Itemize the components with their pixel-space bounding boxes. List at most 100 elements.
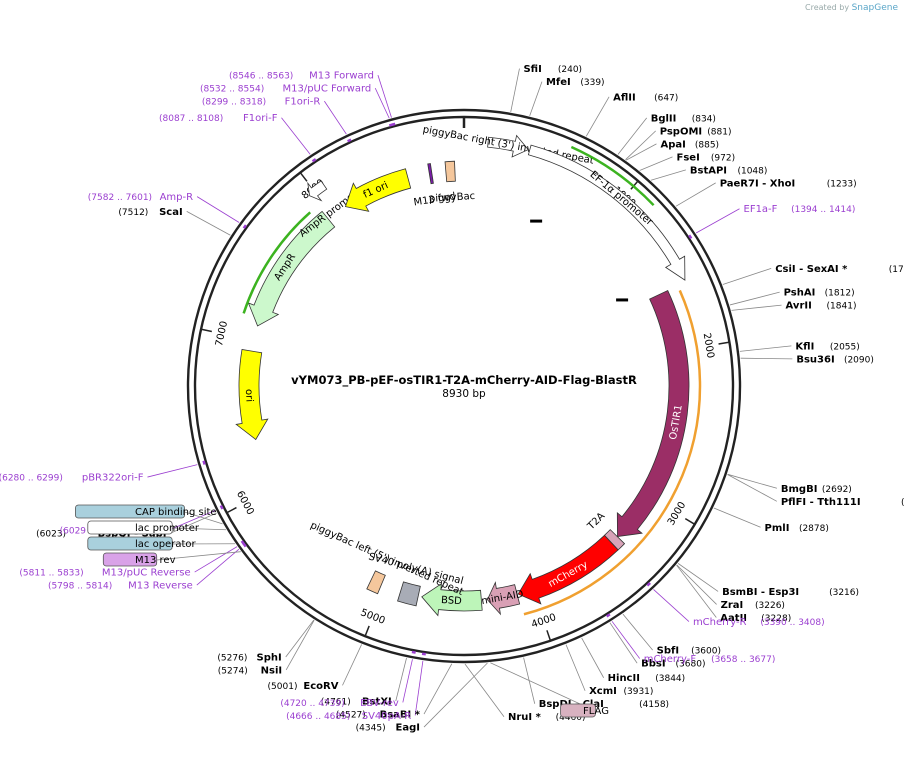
primer-m13-puc-forward-label: M13/pUC Forward: [282, 84, 371, 95]
primer-m13-puc-reverse-position: (5811 .. 5833): [19, 569, 83, 579]
boxed-flag-label: FLAG: [583, 706, 609, 717]
feature-ampr: [247, 210, 336, 327]
site-bbsi-leader: [609, 622, 638, 664]
feature-mini-aid: [486, 581, 521, 616]
site-aflii-position: (647): [654, 93, 678, 103]
site-sphi-position: (5276): [217, 653, 247, 663]
site-bmgbi-label: BmgBI: [781, 484, 818, 495]
boxed-cap-binding-site-leader: [184, 511, 223, 525]
feature-f1-ori: [344, 168, 412, 212]
feature-label-ori: ori: [243, 389, 255, 402]
site-pflfi-tth111i-position: (2693): [901, 498, 904, 508]
primer-f1ori-f-label: F1ori-F: [243, 113, 278, 124]
primer-m13-puc-forward-position: (8532 .. 8554): [200, 85, 264, 95]
site-eagi-position: (4345): [356, 724, 386, 734]
primer-m13-puc-reverse-label: M13/pUC Reverse: [102, 568, 191, 579]
site-sbfi-position: (3600): [691, 647, 721, 657]
site-bstxi-label: BstXI: [362, 697, 392, 708]
site-eagi-label: EagI: [396, 723, 420, 734]
site-scai-leader: [186, 211, 231, 236]
site-xcmi-label: XcmI: [589, 686, 617, 697]
primer-l4440-leader: [168, 510, 216, 531]
green-arc-promoter: [570, 145, 655, 207]
primer-mcherry-r-label: mCherry-R: [693, 617, 747, 628]
site-sfii-position: (240): [558, 65, 582, 75]
credit-label: Created by SnapGene: [805, 3, 898, 13]
boxed-m13-rev-leader: [156, 551, 241, 561]
site-pspomi-leader: [625, 130, 656, 161]
site-aatii-label: AatII: [720, 613, 747, 624]
site-sphi-leader: [285, 619, 315, 658]
primer-ef1a-f-position: (1394 .. 1414): [791, 205, 855, 215]
leader-lines: [147, 68, 793, 728]
tick-mark-4000: [546, 630, 552, 642]
site-paer7i-xhoi-label: PaeR7I - XhoI: [720, 178, 796, 189]
site-apai-label: ApaI: [660, 139, 685, 150]
site-avrii-position: (1841): [827, 302, 857, 312]
site-zrai-position: (3226): [755, 601, 785, 611]
tick-label-6000: 6000: [234, 489, 256, 517]
feature-label-piggybac-left-5-inverted-repeat: piggyBac left (5') inverted repeat: [308, 520, 464, 598]
primer-pbr322ori-f-position: (6280 .. 6299): [0, 474, 63, 484]
primer-m13-puc-reverse-leader: [194, 546, 238, 573]
site-aatii-position: (3228): [761, 614, 791, 624]
site-apai-position: (885): [695, 140, 719, 150]
site-mfei-label: MfeI: [546, 77, 571, 88]
site-sfii-label: SfiI: [523, 64, 541, 75]
primer-f1ori-f-position: (8087 .. 8108): [159, 114, 223, 124]
site-bspdi-clai-position: (4158): [639, 700, 669, 710]
site-bglii-label: BglII: [651, 113, 677, 124]
site-pflfi-tth111i-label: PflFI - Tth111I: [781, 497, 861, 508]
primer-ef1a-f-label: EF1a-F: [744, 204, 778, 215]
primer-m13-reverse-marker: [242, 542, 247, 548]
primer-m13-reverse-label: M13 Reverse: [128, 581, 193, 592]
site-fsei-position: (972): [711, 153, 735, 163]
primer-m13-forward-position: (8546 .. 8563): [229, 72, 293, 82]
feature-ef-1-promoter: [527, 144, 686, 281]
site-csii-sexai-leader: [722, 267, 772, 285]
primer-amp-r-position: (7582 .. 7601): [88, 193, 152, 203]
site-zrai-label: ZraI: [721, 600, 744, 611]
tick-mark-2000: [718, 341, 731, 345]
site-bsabi-label: BsaBI *: [380, 710, 421, 721]
boxed-lac-promoter-leader: [172, 527, 227, 531]
site-bstxi-leader: [395, 657, 407, 702]
feature-ori: [235, 349, 269, 441]
site-bglii-position: (834): [692, 114, 716, 124]
green-arc-ampr: [242, 211, 312, 314]
boxed-cap-binding-site-box: [75, 504, 185, 519]
feature-bsd: [421, 582, 483, 617]
site-bsu36i-label: Bsu36I: [796, 354, 834, 365]
site-pflfi-tth111i-leader: [727, 474, 778, 502]
site-eagi-leader: [423, 662, 488, 728]
feature-ampr-promoter: [307, 180, 328, 202]
site-xcmi-position: (3931): [623, 687, 653, 697]
site-pspomi-position: (881): [707, 127, 731, 137]
site-avrii-leader: [731, 304, 782, 311]
primer-ef1a-f-marker: [688, 234, 693, 240]
site-sphi-label: SphI: [257, 652, 282, 663]
primer-m13-forward-label: M13 Forward: [309, 71, 374, 82]
feature-sv40-poly-a-signal: [397, 581, 421, 607]
primer-m13-forward-leader: [377, 75, 392, 118]
primer-ef1a-f-leader: [695, 208, 740, 234]
feature-piggybac-right-3-inverted-repeat: [487, 134, 529, 158]
primer-amp-r-leader: [196, 196, 240, 223]
primer-mcherry-r-position: (3390 .. 3408): [760, 618, 824, 628]
tick-mark-3000: [684, 518, 696, 526]
site-avrii-label: AvrII: [786, 301, 812, 312]
feature-piggybac: [444, 160, 456, 183]
primer-mcherry-r-marker: [646, 582, 651, 587]
site-xcmi-leader: [565, 644, 586, 691]
boxed-flag-box: [560, 703, 596, 718]
site-sfii-leader: [510, 68, 520, 113]
site-nrui-leader: [464, 663, 505, 717]
site-bbsi-label: BbsI: [641, 659, 665, 670]
site-scai-position: (7512): [118, 208, 148, 218]
site-bglii-leader: [617, 117, 648, 155]
plasmid-length: 8930 bp: [442, 388, 486, 400]
tick-mark-7000: [199, 328, 212, 333]
primer-pbr322ori-f-leader: [147, 464, 198, 478]
site-pspomi-label: PspOMI: [660, 126, 702, 137]
